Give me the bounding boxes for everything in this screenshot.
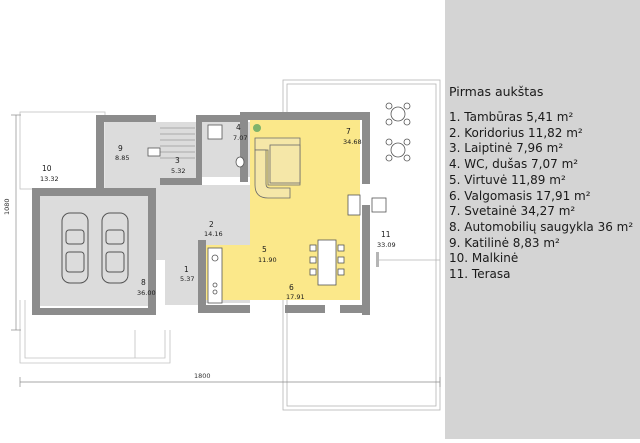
room-6-number: 6 — [289, 283, 294, 292]
plant — [253, 124, 261, 132]
legend-item: 6. Valgomasis 17,91 m² — [449, 188, 591, 203]
room-11-area: 33.09 — [377, 241, 396, 249]
room-8-number: 8 — [141, 278, 146, 287]
room-7-area: 34.68 — [343, 138, 362, 146]
room-labels: 1 5.37 2 14.16 3 5.32 4 7.07 5 11.90 6 1… — [40, 123, 396, 301]
room-5-area: 11.90 — [258, 256, 277, 264]
legend-item: 9. Katilinė 8,83 m² — [449, 235, 560, 250]
room-7-number: 7 — [346, 127, 351, 136]
walls — [32, 112, 370, 315]
room-10-number: 10 — [42, 164, 52, 173]
kitchen-counter — [207, 247, 223, 304]
legend-item: 4. WC, dušas 7,07 m² — [449, 157, 579, 172]
room-2-number: 2 — [209, 220, 214, 229]
room-8-area: 36.00 — [137, 289, 156, 297]
room-1-number: 1 — [184, 265, 189, 274]
legend-item: 10. Malkinė — [449, 251, 519, 266]
dimension-height: 1080 — [3, 198, 11, 215]
legend-item: 3. Laiptinė 7,96 m² — [449, 141, 564, 156]
floor-plan: 1 5.37 2 14.16 3 5.32 4 7.07 5 11.90 6 1… — [3, 79, 441, 411]
car-left — [61, 212, 89, 284]
room-5-number: 5 — [262, 245, 267, 254]
staircase — [160, 127, 195, 159]
room-9-number: 9 — [118, 144, 123, 153]
room-10-area: 13.32 — [40, 175, 59, 183]
room-3-area: 5.32 — [171, 167, 185, 175]
room-3-number: 3 — [175, 156, 180, 165]
terrace-fence — [376, 252, 379, 267]
sofa-curved — [254, 149, 291, 199]
legend-item: 5. Virtuvė 11,89 m² — [449, 172, 566, 187]
floor-plan-area: 1 5.37 2 14.16 3 5.32 4 7.07 5 11.90 6 1… — [3, 79, 441, 411]
dimension-lines — [11, 114, 441, 387]
room-9-area: 8.85 — [115, 154, 129, 162]
room-11-number: 11 — [381, 230, 391, 239]
legend-list: 1. Tambūras 5,41 m² 2. Koridorius 11,82 … — [449, 110, 633, 283]
legend-item: 1. Tambūras 5,41 m² — [449, 110, 574, 124]
dining-table — [309, 239, 345, 286]
legend-panel: Pirmas aukštas 1. Tambūras 5,41 m² 2. Ko… — [445, 0, 640, 439]
room-2-area: 14.16 — [204, 230, 223, 238]
wc-fixtures — [147, 124, 245, 168]
room-6-area: 17.91 — [286, 293, 305, 301]
dimension-width: 1800 — [194, 372, 211, 380]
legend-item: 2. Koridorius 11,82 m² — [449, 125, 583, 140]
terrace-tables — [371, 102, 411, 213]
car-right — [101, 212, 129, 284]
legend-item: 8. Automobilių saugykla 36 m² — [449, 219, 634, 234]
room-1-area: 5.37 — [180, 275, 194, 283]
fireplace — [347, 194, 361, 216]
legend-title: Pirmas aukštas — [449, 84, 544, 99]
legend-item: 11. Terasa — [449, 267, 511, 282]
room-4-number: 4 — [236, 123, 241, 132]
room-4-area: 7.07 — [233, 134, 247, 142]
legend-item: 7. Svetainė 34,27 m² — [449, 204, 576, 219]
